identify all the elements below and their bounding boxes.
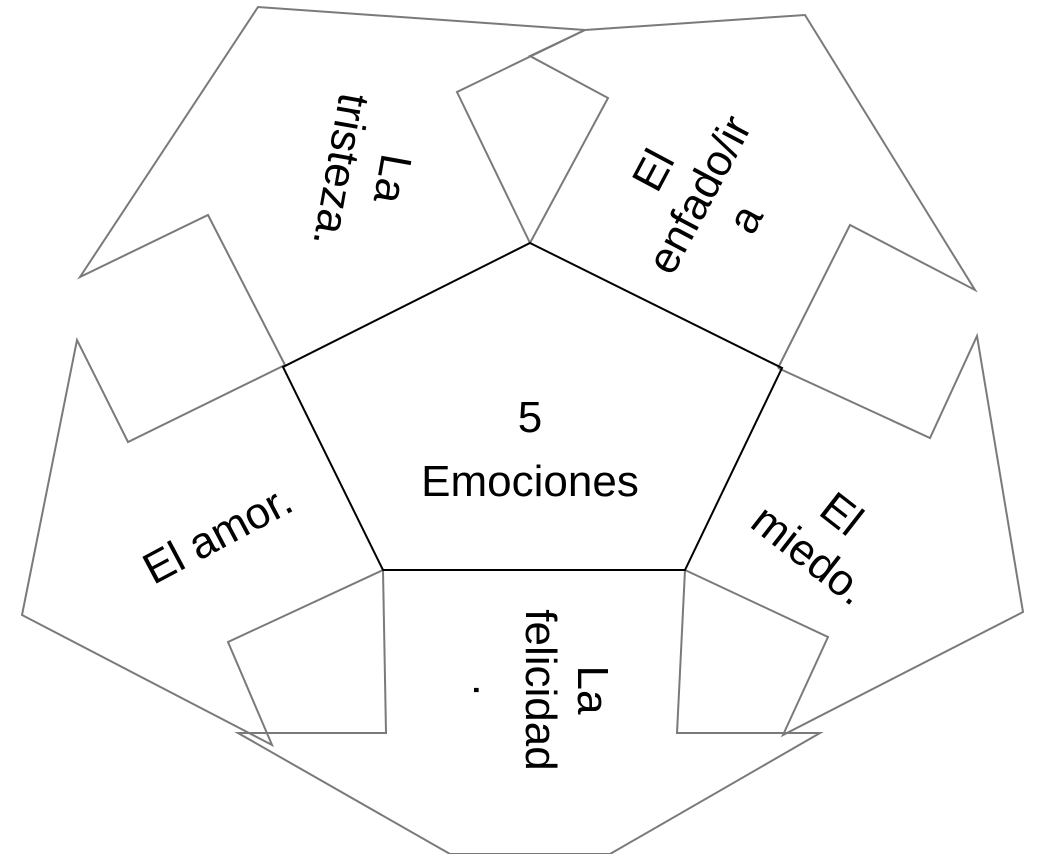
petal-sadness-line2: tristeza.: [303, 90, 378, 250]
center-pentagon: [281, 241, 784, 571]
petal-anger: El enfado/ir a: [623, 108, 773, 282]
petal-happiness: La felicidad .: [464, 609, 617, 770]
petal-sadness: La tristeza.: [303, 90, 421, 250]
petal-happiness-line1: La: [568, 666, 617, 715]
petal-sadness-line1: La: [364, 151, 421, 208]
center-title: Emociones: [421, 457, 639, 506]
petal-love-line1: El amor.: [135, 475, 301, 594]
petal-happiness-line3: .: [464, 684, 513, 696]
left-flap-outline: [20, 336, 384, 748]
petal-fear: El miedo.: [742, 483, 876, 615]
center-number: 5: [518, 393, 542, 442]
petal-happiness-line2: felicidad: [516, 609, 565, 770]
right-flap-outline: [684, 332, 1025, 738]
top-left-flap-outline: [77, 5, 610, 366]
top-right-flap-outline: [455, 13, 978, 369]
petal-anger-line3: a: [718, 196, 773, 241]
petal-love: El amor.: [135, 475, 301, 594]
